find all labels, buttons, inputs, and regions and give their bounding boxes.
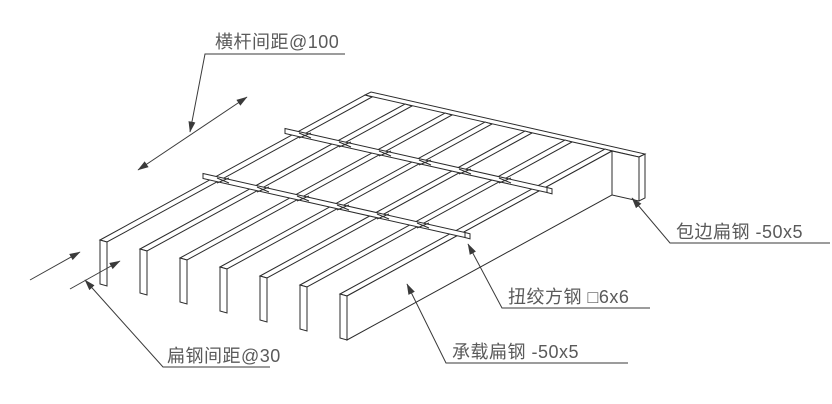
cross-bar-spacing-leader <box>188 53 345 133</box>
annotations <box>29 53 830 368</box>
bearing-bar-end <box>259 275 268 323</box>
cross-rod-twist-marks <box>298 132 512 184</box>
bearing-bar-top <box>138 103 414 252</box>
bearing-bar-end <box>179 257 188 305</box>
cross-rods <box>202 127 553 240</box>
bearing-bar-end <box>139 248 148 296</box>
cross-rod-end-cap <box>464 231 471 240</box>
cross-rod-end-cap <box>546 186 553 195</box>
bearing-bar-end <box>299 284 308 332</box>
bearing-bar-end <box>339 293 348 341</box>
bearing-flat-steel-leader <box>406 283 628 364</box>
flat-bar-spacing-extension-line <box>29 251 81 281</box>
edge-plate-face <box>611 150 640 202</box>
edge-plate-end-cap <box>638 153 646 202</box>
edge-flat-steel-leader <box>631 197 830 244</box>
bearing-bar-end <box>99 239 108 287</box>
label-twisted-square-steel: 扭绞方钢 □6x6 <box>508 287 629 307</box>
flat-bar-spacing-extension-line <box>69 260 121 290</box>
label-flat-bar-spacing: 扁钢间距@30 <box>167 346 281 366</box>
bearing-bar-end <box>219 266 228 314</box>
edge-plate <box>363 91 647 202</box>
flat-bar-spacing-leader <box>84 279 270 368</box>
cross-rod-twist-marks <box>216 177 430 229</box>
label-edge-flat-steel: 包边扁钢 -50x5 <box>676 222 803 242</box>
label-cross-bar-spacing: 横杆间距@100 <box>215 32 339 52</box>
twisted-square-steel-leader <box>467 243 650 309</box>
label-bearing-flat-steel: 承载扁钢 -50x5 <box>452 342 579 362</box>
cross-bar-spacing-dimension-line <box>137 96 248 171</box>
